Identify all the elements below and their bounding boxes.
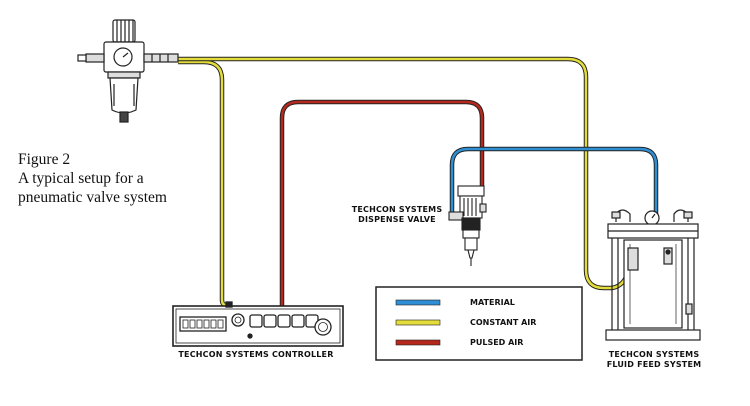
dispense-valve-label-line-2: DISPENSE VALVE — [358, 215, 436, 224]
dispense-valve-label-line-1: TECHCON SYSTEMS — [352, 205, 443, 214]
material-hose — [449, 146, 659, 218]
constant-air-hose-to-controller — [178, 59, 229, 308]
constant-air-hose-to-fluid-feed — [178, 56, 631, 291]
filter-regulator-icon — [77, 19, 179, 123]
caption-line-1: A typical setup for a — [18, 170, 144, 187]
caption-line-2: pneumatic valve system — [18, 189, 167, 206]
legend-label-constant-air: CONSTANT AIR — [470, 318, 536, 327]
fluid-feed-label-line-2: FLUID FEED SYSTEM — [607, 360, 702, 369]
legend-label-material: MATERIAL — [470, 298, 515, 307]
controller-label: TECHCON SYSTEMS CONTROLLER — [178, 350, 333, 359]
legend-item-material: MATERIAL — [395, 298, 515, 307]
controller-icon — [172, 301, 344, 347]
dispense-valve-icon — [448, 185, 487, 266]
legend-label-pulsed-air: PULSED AIR — [470, 338, 523, 347]
pulsed-air-hose — [279, 99, 485, 308]
legend-item-pulsed-air: PULSED AIR — [395, 338, 523, 347]
legend: MATERIAL CONSTANT AIR PULSED AIR — [375, 286, 583, 361]
legend-item-constant-air: CONSTANT AIR — [395, 318, 536, 327]
figure-number: Figure 2 — [18, 151, 71, 168]
fluid-feed-label-line-1: TECHCON SYSTEMS — [609, 350, 700, 359]
figure-caption: Figure 2 A typical setup for a pneumatic… — [18, 150, 218, 207]
fluid-feed-tank-icon — [605, 209, 701, 341]
